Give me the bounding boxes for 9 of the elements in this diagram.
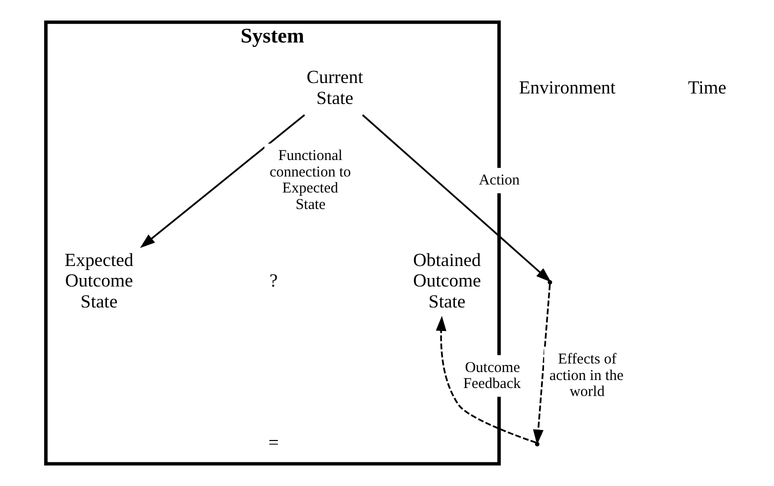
edge-label: Functional connection to Expected State bbox=[269, 148, 350, 213]
edge-label: Effects of action in the world bbox=[548, 352, 624, 400]
node-text: Current State bbox=[306, 67, 363, 108]
label: Time bbox=[687, 78, 726, 98]
node-text: Obtained Outcome State bbox=[412, 250, 480, 312]
label: = bbox=[268, 432, 278, 453]
label: ? bbox=[269, 270, 278, 291]
label: Environment bbox=[518, 78, 616, 98]
node-text: Expected Outcome State bbox=[64, 250, 133, 312]
